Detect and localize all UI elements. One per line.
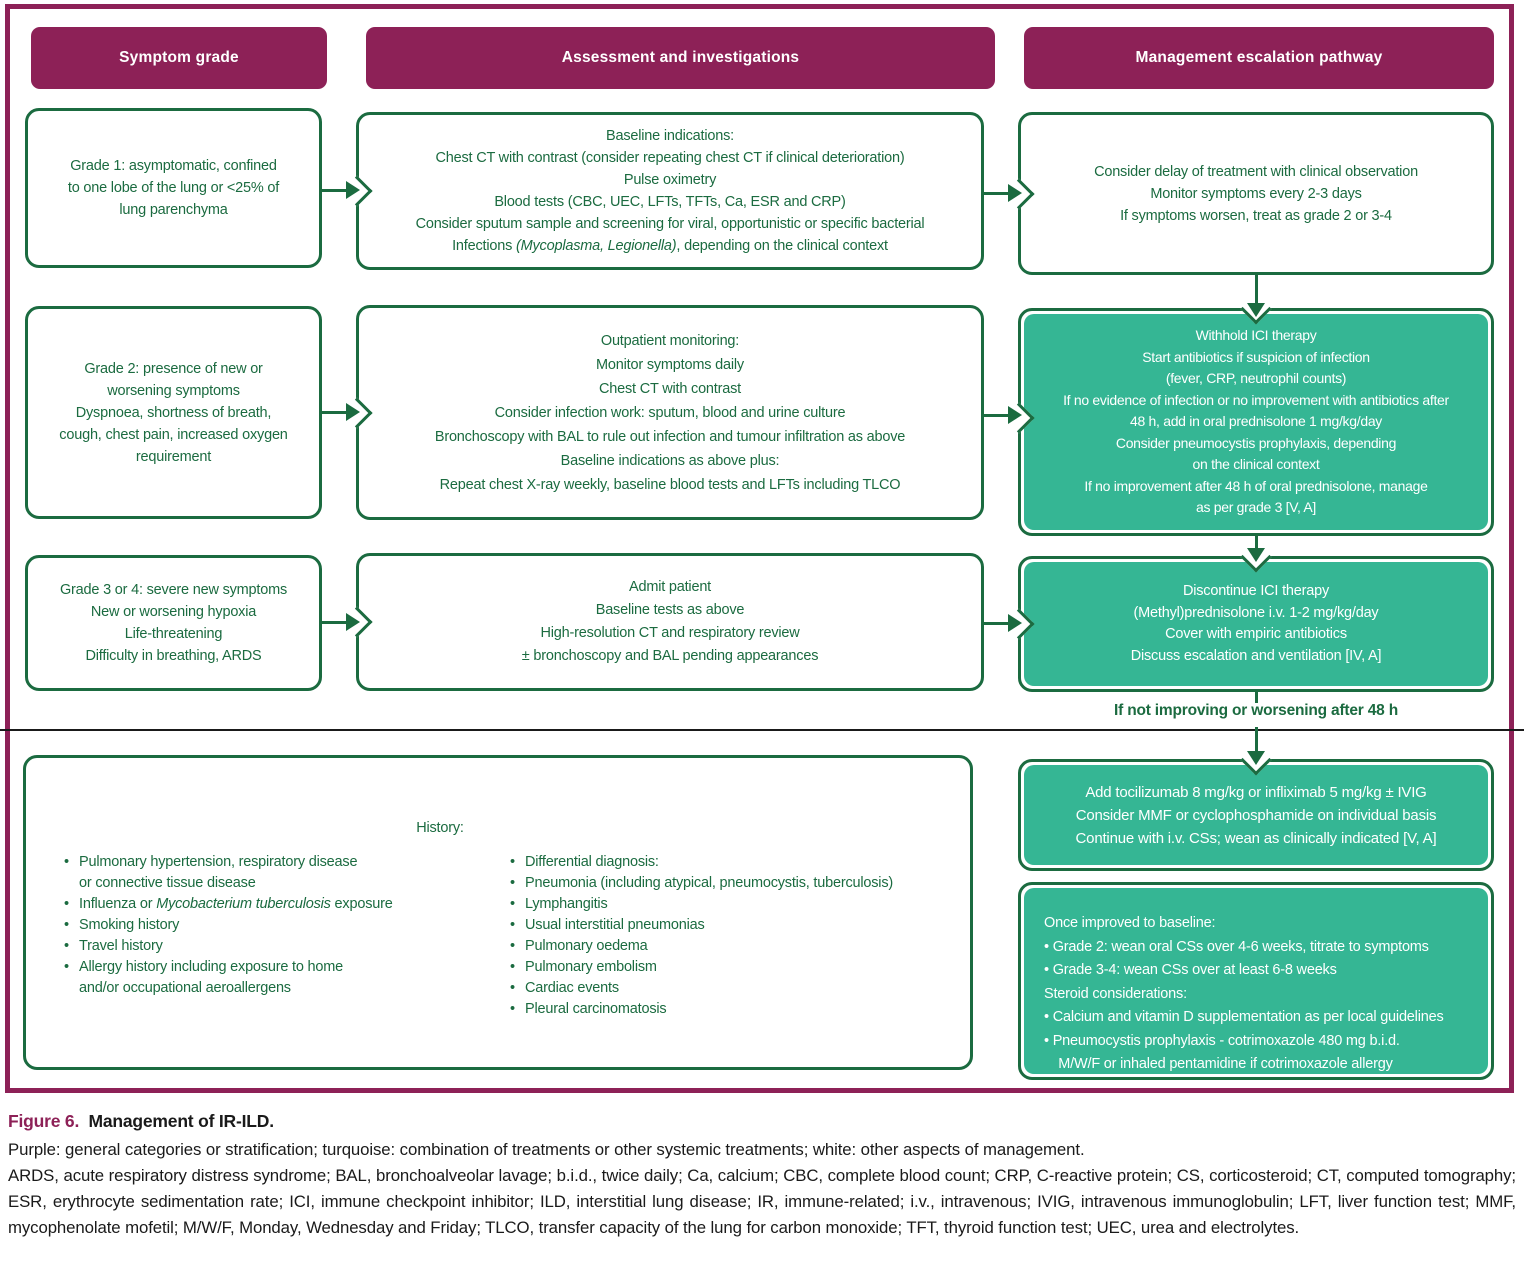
box-management-grade34: Discontinue ICI therapy(Methyl)prednisol… [1003,541,1494,692]
arrowhead-icon [1008,614,1022,632]
arrow-management1-to-management2 [1254,275,1258,305]
box-wean: Once improved to baseline:• Grade 2: wea… [1018,882,1494,1080]
column-header-management: Management escalation pathway [1024,27,1494,89]
section-divider [0,729,1524,731]
box-assessment-grade2: Outpatient monitoring:Monitor symptoms d… [341,305,984,520]
box-wean-text: Once improved to baseline:• Grade 2: wea… [1024,888,1488,1074]
history-list-right: Differential diagnosis:Pneumonia (includ… [508,852,960,1020]
box-history: History: Pulmonary hypertension, respira… [23,755,973,1070]
box-management-grade34-text: Discontinue ICI therapy(Methyl)prednisol… [1024,562,1488,686]
arrow-assessment2-to-management2 [984,413,1010,417]
column-header-assessment: Assessment and investigations [366,27,995,89]
arrow-grade2-to-assessment [322,410,348,414]
arrowhead-icon [1247,751,1265,765]
caption-legend: Purple: general categories or stratifica… [8,1140,1085,1159]
connector-management34-to-label [1254,692,1258,703]
arrow-assessment34-to-management34 [984,621,1010,625]
arrow-assessment1-to-management1 [984,191,1010,195]
arrowhead-icon [1008,406,1022,424]
arrow-management2-to-management34 [1254,536,1258,550]
arrowhead-icon [1247,303,1265,317]
box-tocilizumab-text: Add tocilizumab 8 mg/kg or infliximab 5 … [1024,765,1488,865]
history-list-left: Pulmonary hypertension, respiratory dise… [62,852,494,999]
history-title: History: [416,820,464,836]
figure-label: Figure 6. [8,1111,80,1131]
arrow-label-to-tocilizumab [1254,727,1258,753]
arrowhead-icon [346,403,360,421]
arrowhead-icon [346,613,360,631]
column-header-symptom-grade: Symptom grade [31,27,327,89]
figure-panel [5,4,1514,1093]
figure-caption: Figure 6. Management of IR-ILD. Purple: … [8,1108,1516,1241]
arrowhead-icon [346,181,360,199]
box-tocilizumab: Add tocilizumab 8 mg/kg or infliximab 5 … [1018,744,1494,871]
arrowhead-icon [1008,184,1022,202]
caption-abbreviations: ARDS, acute respiratory distress syndrom… [8,1166,1516,1237]
escalation-label: If not improving or worsening after 48 h [1114,702,1398,719]
figure-title: Management of IR-ILD. [88,1111,274,1131]
box-assessment-grade1: Baseline indications:Chest CT with contr… [341,112,984,270]
box-management-grade1: Consider delay of treatment with clinica… [1003,112,1494,275]
arrow-grade34-to-assessment [322,620,348,624]
arrow-grade1-to-assessment [322,188,348,192]
arrowhead-icon [1247,548,1265,562]
figure-caption-title: Figure 6. Management of IR-ILD. [8,1108,1516,1134]
